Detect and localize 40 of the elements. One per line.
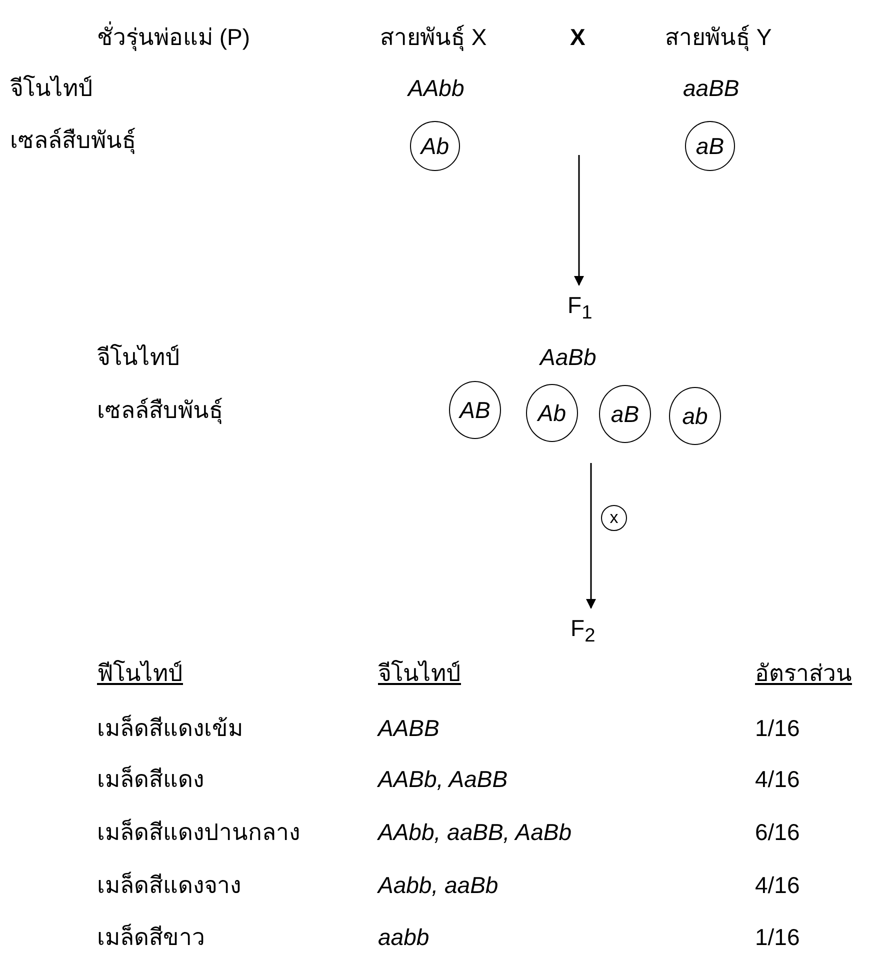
label-text: เมล็ดสีขาว xyxy=(97,923,205,951)
label-text: สายพันธุ์ X xyxy=(380,23,487,51)
column-header: ฟีโนไทป์ xyxy=(97,659,183,687)
gamete-circle: ab xyxy=(669,387,721,445)
label-text: จีโนไทป์ xyxy=(97,343,180,371)
cross-sign: X xyxy=(570,23,586,51)
gamete-circle: aB xyxy=(685,121,735,171)
genotype-text: AABb, AaBB xyxy=(378,765,508,793)
gamete-circle: aB xyxy=(599,385,651,443)
label-text: 6/16 xyxy=(755,818,800,846)
label-text: 1/16 xyxy=(755,714,800,742)
generation-label: F$_{1}$ xyxy=(568,291,592,328)
label-text: เมล็ดสีแดงจาง xyxy=(97,871,241,899)
label-text: 4/16 xyxy=(755,765,800,793)
selfing-symbol: x xyxy=(601,505,627,531)
column-header: อัตราส่วน xyxy=(755,659,852,687)
arrow xyxy=(574,155,584,286)
gamete-circle: Ab xyxy=(526,384,578,442)
genotype-text: AABB xyxy=(378,714,440,742)
genotype-text: AAbb, aaBB, AaBb xyxy=(378,818,572,846)
label-text: 4/16 xyxy=(755,871,800,899)
label-text: เซลล์สืบพันธุ์ xyxy=(10,126,136,154)
generation-label: F$_{2}$ xyxy=(570,614,596,651)
gamete-circle: Ab xyxy=(410,121,460,171)
label-text: ชั่วรุ่นพ่อแม่ (P) xyxy=(97,23,250,51)
genotype-text: Aabb, aaBb xyxy=(378,871,498,899)
genotype-text: AaBb xyxy=(540,343,596,371)
gamete-circle: AB xyxy=(449,381,501,439)
label-text: เมล็ดสีแดงเข้ม xyxy=(97,714,243,742)
genotype-text: AAbb xyxy=(408,74,464,102)
label-text: เมล็ดสีแดงปานกลาง xyxy=(97,818,300,846)
column-header: จีโนไทป์ xyxy=(378,659,461,687)
arrow xyxy=(586,463,596,609)
label-text: จีโนไทป์ xyxy=(10,74,93,102)
genotype-text: aabb xyxy=(378,923,430,951)
label-text: 1/16 xyxy=(755,923,800,951)
genotype-text: aaBB xyxy=(683,74,740,102)
label-text: เมล็ดสีแดง xyxy=(97,765,204,793)
label-text: เซลล์สืบพันธุ์ xyxy=(97,396,223,424)
label-text: สายพันธุ์ Y xyxy=(665,23,772,51)
